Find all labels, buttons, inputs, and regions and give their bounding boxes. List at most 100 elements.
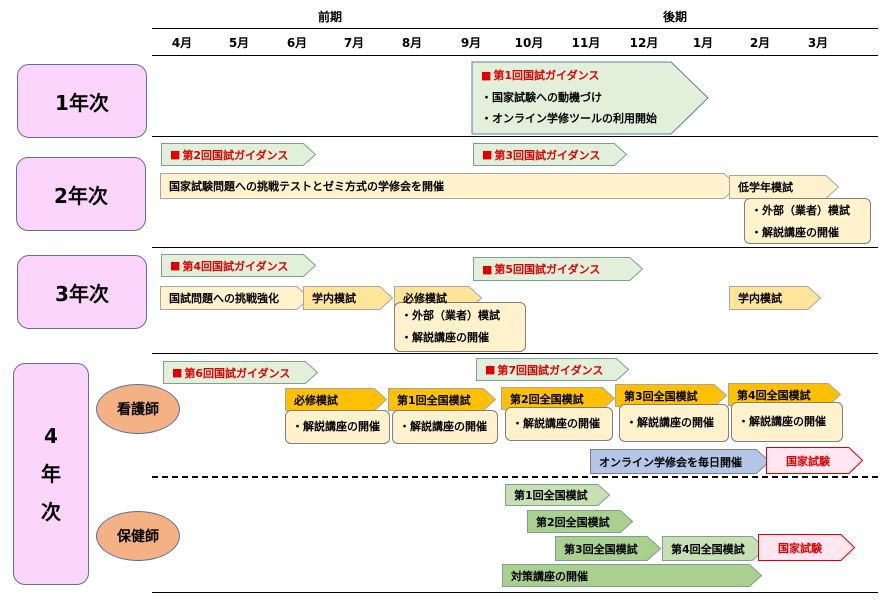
row-sep-2 bbox=[152, 247, 878, 248]
y3-inhouse-2: 学内模試 bbox=[729, 286, 821, 310]
y4-guidance-7: ■第7回国試ガイダンス bbox=[476, 358, 629, 381]
y3-note: ・外部（業者）模試 ・解説講座の開催 bbox=[394, 302, 526, 352]
y4-guidance-7-marker: ■ bbox=[485, 363, 496, 376]
year-label-4a: 4 bbox=[44, 424, 58, 448]
y2-mock-polygon bbox=[729, 175, 839, 199]
y4h-mock-4: 第4回全国模試 bbox=[662, 536, 766, 561]
row-sep-3 bbox=[152, 353, 878, 354]
y2-guidance-3-shape bbox=[473, 143, 627, 166]
y4-note-mock2-text: ・解説講座の開催 bbox=[512, 417, 600, 430]
y4-mock-1-polygon bbox=[388, 388, 496, 411]
y4h-mock-2-polygon bbox=[527, 510, 633, 533]
y4-guidance-7-label: 第7回国試ガイダンス bbox=[497, 363, 604, 377]
y4-guidance-6-shape bbox=[163, 361, 318, 384]
y4-mock-4-shape bbox=[728, 383, 841, 406]
y4-online: オンライン学修会を毎日開催 bbox=[590, 449, 770, 474]
y2-note: ・外部（業者）模試 ・解説講座の開催 bbox=[744, 198, 871, 244]
y4-required-polygon bbox=[285, 388, 387, 411]
year-label-4b: 年 bbox=[41, 462, 61, 486]
y4-note-required: ・解説講座の開催 bbox=[285, 410, 390, 444]
y3-guidance-5: ■第5回国試ガイダンス bbox=[473, 257, 643, 281]
y4-exam-nurse-shape bbox=[766, 447, 863, 474]
y1-item-1: ・国家試験への動機づけ bbox=[481, 91, 602, 104]
y4-note-mock2: ・解説講座の開催 bbox=[505, 407, 613, 441]
y4-mock-3: 第3回全国模試 bbox=[615, 384, 727, 407]
y4h-mock-1: 第1回全国模試 bbox=[505, 484, 610, 506]
y2-guidance-2-polygon bbox=[161, 143, 316, 166]
y2-main: 国家試験問題への挑戦テストとゼミ方式の学修会を開催 bbox=[160, 173, 738, 199]
month-5: 8月 bbox=[401, 36, 423, 50]
y2-guidance-2-label: 第2回国試ガイダンス bbox=[182, 148, 289, 162]
y4-mock-4: 第4回全国模試 bbox=[728, 383, 841, 406]
y4-mock-2-polygon bbox=[501, 387, 615, 410]
role-sep bbox=[152, 476, 878, 478]
y4-exam-nurse-label: 国家試験 bbox=[786, 454, 830, 468]
year-label-3: 3年次 bbox=[55, 281, 109, 306]
y4-mock-2-shape bbox=[501, 387, 615, 410]
year-box-2: 2年次 bbox=[16, 157, 146, 231]
y2-guidance-3-marker: ■ bbox=[482, 148, 493, 161]
y2-note-1: ・外部（業者）模試 bbox=[751, 204, 850, 217]
y4-exam-nurse-polygon bbox=[766, 447, 863, 474]
y4h-mock-2: 第2回全国模試 bbox=[527, 510, 633, 533]
y3-guidance-4-marker: ■ bbox=[170, 259, 181, 272]
y3-guidance-4-label: 第4回国試ガイダンス bbox=[182, 259, 289, 273]
y4h-mock-3: 第3回全国模試 bbox=[555, 536, 661, 561]
y3-guidance-5-label: 第5回国試ガイダンス bbox=[494, 263, 601, 276]
y4-guidance-6-marker: ■ bbox=[172, 366, 183, 379]
y3-note-2: ・解説講座の開催 bbox=[401, 331, 489, 344]
y2-main-label: 国家試験問題への挑戦テストとゼミ方式の学修会を開催 bbox=[169, 180, 444, 193]
row-sep-bottom bbox=[152, 592, 878, 593]
y4-note-mock1: ・解説講座の開催 bbox=[392, 410, 498, 444]
y1-guidance-block: ■第1回国試ガイダンス ・国家試験への動機づけ ・オンライン学修ツールの利用開始 bbox=[471, 61, 709, 135]
y4-guidance-7-shape bbox=[476, 358, 629, 381]
y4-required-shape bbox=[285, 388, 387, 411]
y4-mock-3-shape bbox=[615, 384, 727, 407]
y4h-exam-shape bbox=[758, 534, 855, 561]
y4h-course-label: 対策講座の開催 bbox=[511, 569, 588, 583]
y2-mock-shape bbox=[729, 175, 839, 199]
y3-strengthen-label: 国試問題への挑戦強化 bbox=[169, 292, 279, 305]
y1-guidance-shape bbox=[471, 61, 709, 135]
y3-note-1: ・外部（業者）模試 bbox=[401, 309, 500, 322]
month-12: 3月 bbox=[807, 36, 829, 50]
y2-mock: 低学年模試 bbox=[729, 175, 839, 199]
y4-guidance-6: ■第6回国試ガイダンス bbox=[163, 361, 318, 384]
y4h-mock-4-label: 第4回全国模試 bbox=[671, 542, 745, 556]
y4h-course-shape bbox=[502, 564, 762, 587]
month-9: 12月 bbox=[629, 36, 659, 50]
y4-mock-4-label: 第4回全国模試 bbox=[737, 388, 811, 402]
y4-note-required-text: ・解説講座の開催 bbox=[292, 420, 380, 433]
y3-guidance-4: ■第4回国試ガイダンス bbox=[161, 254, 316, 277]
y4-mock-1: 第1回全国模試 bbox=[388, 388, 496, 411]
y4-exam-nurse: 国家試験 bbox=[766, 447, 863, 474]
y4h-mock-3-label: 第3回全国模試 bbox=[564, 542, 638, 556]
y2-guidance-3-label: 第3回国試ガイダンス bbox=[494, 148, 601, 162]
y4-guidance-6-polygon bbox=[163, 361, 318, 384]
y3-guidance-4-polygon bbox=[161, 254, 316, 277]
y4-mock-2: 第2回全国模試 bbox=[501, 387, 615, 410]
y2-guidance-2: ■第2回国試ガイダンス bbox=[161, 143, 316, 166]
y3-inhouse-2-polygon bbox=[729, 286, 821, 310]
month-3: 6月 bbox=[286, 36, 308, 50]
y3-inhouse-2-label: 学内模試 bbox=[738, 292, 782, 305]
y3-strengthen: 国試問題への挑戦強化 bbox=[160, 286, 310, 310]
y4-online-shape bbox=[590, 449, 770, 474]
header-line-bottom bbox=[152, 55, 878, 56]
y4-required-label: 必修模試 bbox=[294, 393, 338, 407]
y4-required: 必修模試 bbox=[285, 388, 387, 411]
year-box-4: 4 年 次 bbox=[13, 363, 89, 585]
role-health: 保健師 bbox=[96, 511, 180, 561]
y3-inhouse-1-shape bbox=[303, 286, 393, 310]
header-line-top bbox=[152, 28, 878, 29]
y4h-exam-polygon bbox=[758, 534, 855, 561]
role-nurse-label: 看護師 bbox=[117, 402, 159, 418]
year-box-1: 1年次 bbox=[17, 64, 147, 138]
y3-inhouse-1-label: 学内模試 bbox=[312, 292, 356, 305]
y4h-mock-3-polygon bbox=[555, 536, 661, 561]
y3-guidance-4-shape bbox=[161, 254, 316, 277]
month-1: 4月 bbox=[171, 36, 193, 50]
year-label-4c: 次 bbox=[41, 500, 61, 524]
month-2: 5月 bbox=[228, 36, 250, 50]
y4h-exam-label: 国家試験 bbox=[778, 541, 822, 555]
